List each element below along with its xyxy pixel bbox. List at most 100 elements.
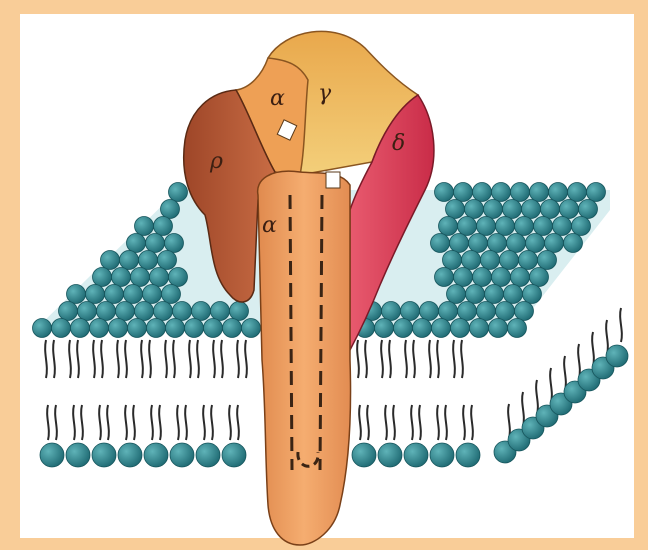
lipid-tail — [522, 392, 524, 426]
lipid-tail — [429, 340, 431, 378]
lipid-head — [488, 234, 507, 253]
lipid-head — [40, 443, 64, 467]
lipid-head — [404, 443, 428, 467]
lipid-head — [90, 319, 109, 338]
lipid-tail — [133, 405, 135, 440]
lipid-tail — [463, 405, 465, 440]
lipid-tail — [173, 340, 175, 378]
lipid-head — [375, 319, 394, 338]
lipid-tail — [73, 405, 75, 440]
lipid-head — [223, 319, 242, 338]
lipid-head — [469, 234, 488, 253]
lipid-head — [432, 319, 451, 338]
lipid-head — [71, 319, 90, 338]
lipid-head — [545, 234, 564, 253]
lipid-head — [78, 302, 97, 321]
gamma-label: γ — [318, 81, 332, 106]
lipid-tail — [471, 405, 473, 440]
lipid-tail — [125, 340, 127, 378]
lipid-head — [161, 200, 180, 219]
lipid-tail — [117, 340, 119, 378]
lipid-head — [477, 302, 496, 321]
lipid-head — [52, 319, 71, 338]
lipid-tail — [55, 405, 57, 440]
lipid-tail — [461, 340, 463, 378]
lipid-tail — [149, 340, 151, 378]
lipid-head — [124, 285, 143, 304]
lipid-tail — [125, 405, 127, 440]
lipid-head — [430, 443, 454, 467]
lipid-head — [549, 183, 568, 202]
lipid-head — [451, 319, 470, 338]
outer-leaflet-tails — [45, 340, 463, 378]
lipid-tail — [221, 340, 223, 378]
lipid-head — [147, 319, 166, 338]
lipid-head — [606, 345, 628, 367]
lipid-head — [503, 200, 522, 219]
lipid-head — [481, 251, 500, 270]
lipid-head — [541, 200, 560, 219]
inner-leaflet-tails — [47, 405, 473, 440]
lipid-head — [143, 285, 162, 304]
lipid-head — [454, 268, 473, 287]
lipid-head — [530, 183, 549, 202]
lipid-head — [66, 443, 90, 467]
lipid-tail — [189, 340, 191, 378]
lipid-tail — [77, 340, 79, 378]
lipid-head — [538, 251, 557, 270]
lipid-head — [523, 285, 542, 304]
lipid-tail — [419, 405, 421, 440]
lipid-head — [127, 234, 146, 253]
lipid-head — [33, 319, 52, 338]
lipid-head — [222, 443, 246, 467]
lipid-head — [97, 302, 116, 321]
lipid-tail — [185, 405, 187, 440]
lipid-head — [477, 217, 496, 236]
lipid-head — [492, 183, 511, 202]
lipid-head — [466, 285, 485, 304]
lipid-head — [439, 217, 458, 236]
lipid-head — [162, 285, 181, 304]
lipid-head — [443, 251, 462, 270]
lipid-head — [473, 183, 492, 202]
lipid-tail — [203, 405, 205, 440]
lipid-tail — [550, 368, 552, 402]
lipid-head — [439, 302, 458, 321]
lipid-head — [128, 319, 147, 338]
lipid-head — [465, 200, 484, 219]
lipid-head — [150, 268, 169, 287]
lipid-head — [454, 183, 473, 202]
lipid-head — [131, 268, 150, 287]
lipid-head — [173, 302, 192, 321]
lipid-head — [401, 302, 420, 321]
lipid-tail — [437, 405, 439, 440]
lipid-tail — [564, 356, 566, 390]
lipid-tail — [177, 405, 179, 440]
lipid-tail — [81, 405, 83, 440]
alpha-front-label: α — [262, 213, 277, 238]
lipid-head — [144, 443, 168, 467]
lipid-head — [170, 443, 194, 467]
lipid-tail — [592, 332, 594, 366]
lipid-head — [458, 217, 477, 236]
lipid-tail — [229, 405, 231, 440]
lipid-head — [435, 268, 454, 287]
lipid-tail — [53, 340, 55, 378]
lipid-head — [139, 251, 158, 270]
lipid-head — [446, 200, 465, 219]
lipid-head — [462, 251, 481, 270]
lipid-head — [169, 183, 188, 202]
binding-site-icon — [326, 172, 340, 188]
lipid-head — [496, 302, 515, 321]
lipid-head — [579, 200, 598, 219]
lipid-head — [507, 234, 526, 253]
lipid-head — [560, 200, 579, 219]
lipid-head — [522, 200, 541, 219]
lipid-tail — [45, 340, 47, 378]
lipid-head — [116, 302, 135, 321]
lipid-tail — [365, 340, 367, 378]
lipid-head — [508, 319, 527, 338]
lipid-head — [450, 234, 469, 253]
lipid-head — [519, 251, 538, 270]
